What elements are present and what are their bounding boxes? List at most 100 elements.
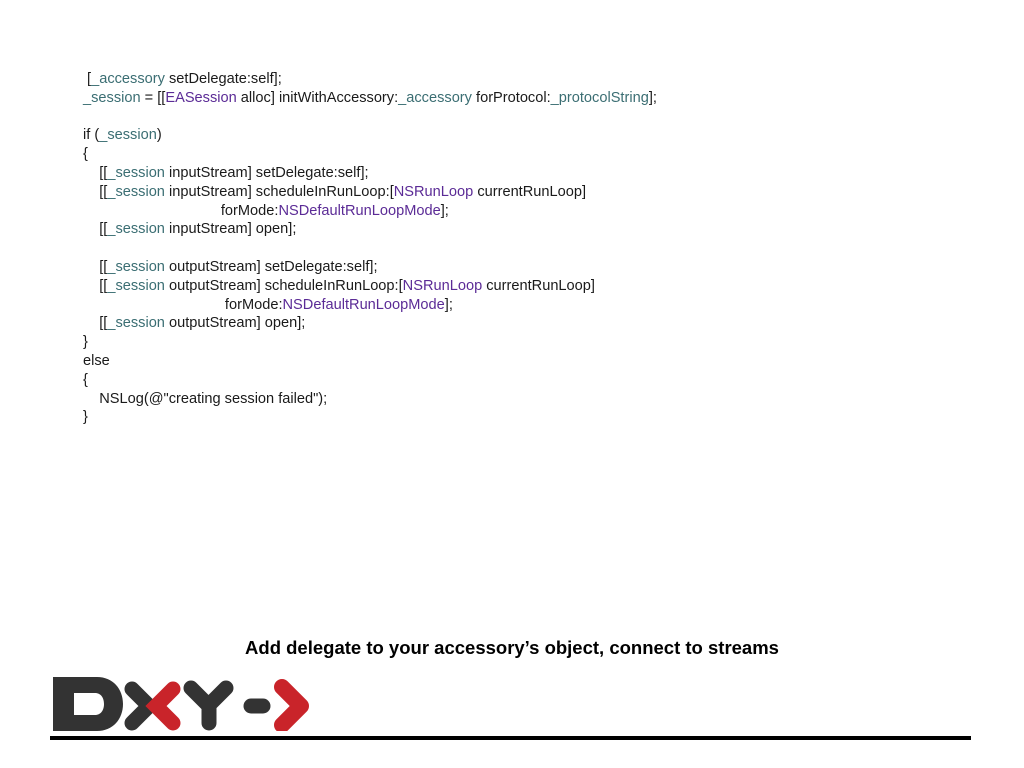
logo-letter-y-right: [201, 680, 234, 731]
code-token: = [[: [140, 89, 166, 106]
code-token: ];: [369, 258, 378, 275]
code-token: [: [83, 71, 92, 87]
logo-arrow-head: [274, 679, 309, 731]
code-token: _protocolString: [550, 89, 649, 106]
code-token: _session: [99, 127, 157, 144]
code-line: _session = [[EASession alloc] initWithAc…: [83, 89, 983, 108]
code-line: [[_session inputStream] scheduleInRunLoo…: [83, 183, 983, 202]
code-token: ];: [273, 71, 282, 87]
code-token: initWithAccessory:: [278, 89, 399, 106]
code-line: forMode:NSDefaultRunLoopMode];: [83, 202, 983, 221]
code-token: ]: [256, 277, 265, 294]
code-token: [: [389, 183, 394, 200]
code-line: [[_session outputStream] open];: [83, 314, 983, 333]
code-token: _session: [107, 277, 165, 294]
code-token: currentRunLoop: [473, 183, 582, 200]
code-token: ]: [256, 258, 265, 275]
code-token: setDelegate:: [164, 71, 251, 87]
code-token: [83, 297, 225, 313]
code-line: else: [83, 352, 983, 371]
code-token: else: [83, 352, 110, 369]
code-token: ]: [590, 277, 595, 294]
code-token: _session: [107, 315, 165, 332]
dxy-logo-icon: [53, 677, 309, 731]
code-token: scheduleInRunLoop:: [264, 277, 399, 294]
code-token: scheduleInRunLoop:: [255, 183, 390, 200]
code-token: ];: [288, 221, 297, 238]
code-line: forMode:NSDefaultRunLoopMode];: [83, 296, 983, 315]
code-token: [[: [83, 315, 108, 332]
code-token: ]: [581, 183, 587, 200]
code-line: NSLog(@"creating session failed");: [83, 390, 983, 409]
code-line: }: [83, 408, 983, 427]
code-line: if (_session): [83, 126, 983, 145]
code-token: _accessory: [91, 71, 165, 87]
code-token: outputStream: [164, 258, 257, 275]
code-token: );: [318, 390, 328, 407]
code-line: [[_session inputStream] setDelegate:self…: [83, 164, 983, 183]
code-line: [83, 239, 983, 258]
code-token: open: [255, 221, 289, 238]
code-token: (: [90, 127, 100, 144]
code-line: [[_session inputStream] open];: [83, 220, 983, 239]
code-token: ]: [270, 89, 279, 106]
code-token: ];: [360, 164, 369, 181]
code-token: inputStream: [164, 183, 248, 200]
code-token: [[: [83, 277, 108, 294]
code-token: self: [250, 71, 274, 87]
code-token: ]: [247, 183, 256, 200]
code-token: NSRunLoop: [402, 277, 483, 294]
code-token: {: [83, 146, 88, 163]
code-token: outputStream: [164, 277, 257, 294]
code-token: ]: [247, 221, 256, 238]
code-token: _session: [83, 89, 141, 106]
code-token: @"creating session failed": [148, 390, 319, 407]
code-token: open: [264, 315, 298, 332]
code-token: }: [83, 409, 88, 426]
code-token: alloc: [236, 89, 271, 106]
code-token: [[: [83, 258, 108, 275]
code-token: forMode:: [224, 296, 283, 313]
logo-letter-x-red: [145, 681, 181, 731]
slide-caption: Add delegate to your accessory’s object,…: [245, 637, 779, 658]
code-token: [[: [83, 183, 108, 200]
code-token: setDelegate:: [264, 258, 347, 275]
code-token: (: [143, 390, 149, 407]
code-token: NSDefaultRunLoopMode: [278, 202, 441, 219]
code-token: ];: [440, 202, 449, 219]
code-token: currentRunLoop: [482, 277, 591, 294]
code-line: [[_session outputStream] setDelegate:sel…: [83, 258, 983, 277]
code-token: _session: [107, 183, 165, 200]
code-token: _accessory: [398, 89, 472, 106]
code-token: setDelegate:: [255, 164, 338, 181]
code-token: EASession: [165, 89, 237, 106]
code-token: NSDefaultRunLoopMode: [282, 296, 445, 313]
code-line: }: [83, 333, 983, 352]
code-token: [: [398, 277, 403, 294]
code-token: outputStream: [164, 315, 257, 332]
code-token: NSRunLoop: [393, 183, 474, 200]
code-token: self: [346, 258, 370, 275]
code-token: if: [83, 127, 91, 144]
code-line: [83, 108, 983, 127]
code-token: inputStream: [164, 164, 248, 181]
code-token: ];: [444, 296, 453, 313]
logo-letter-d: [53, 677, 123, 731]
code-token: ];: [648, 89, 657, 106]
code-line: {: [83, 145, 983, 164]
code-line: [_accessory setDelegate:self];: [83, 70, 983, 89]
code-token: forProtocol:: [471, 89, 551, 106]
code-token: ): [156, 127, 162, 144]
code-token: [[: [83, 221, 108, 238]
code-token: self: [337, 164, 361, 181]
code-token: [[: [83, 164, 108, 181]
code-token: forMode:: [220, 202, 279, 219]
code-token: }: [83, 334, 88, 351]
code-token: inputStream: [164, 221, 248, 238]
code-token: _session: [107, 258, 165, 275]
code-line: [[_session outputStream] scheduleInRunLo…: [83, 277, 983, 296]
code-token: [83, 203, 221, 219]
code-token: [83, 391, 99, 407]
code-token: _session: [107, 164, 165, 181]
